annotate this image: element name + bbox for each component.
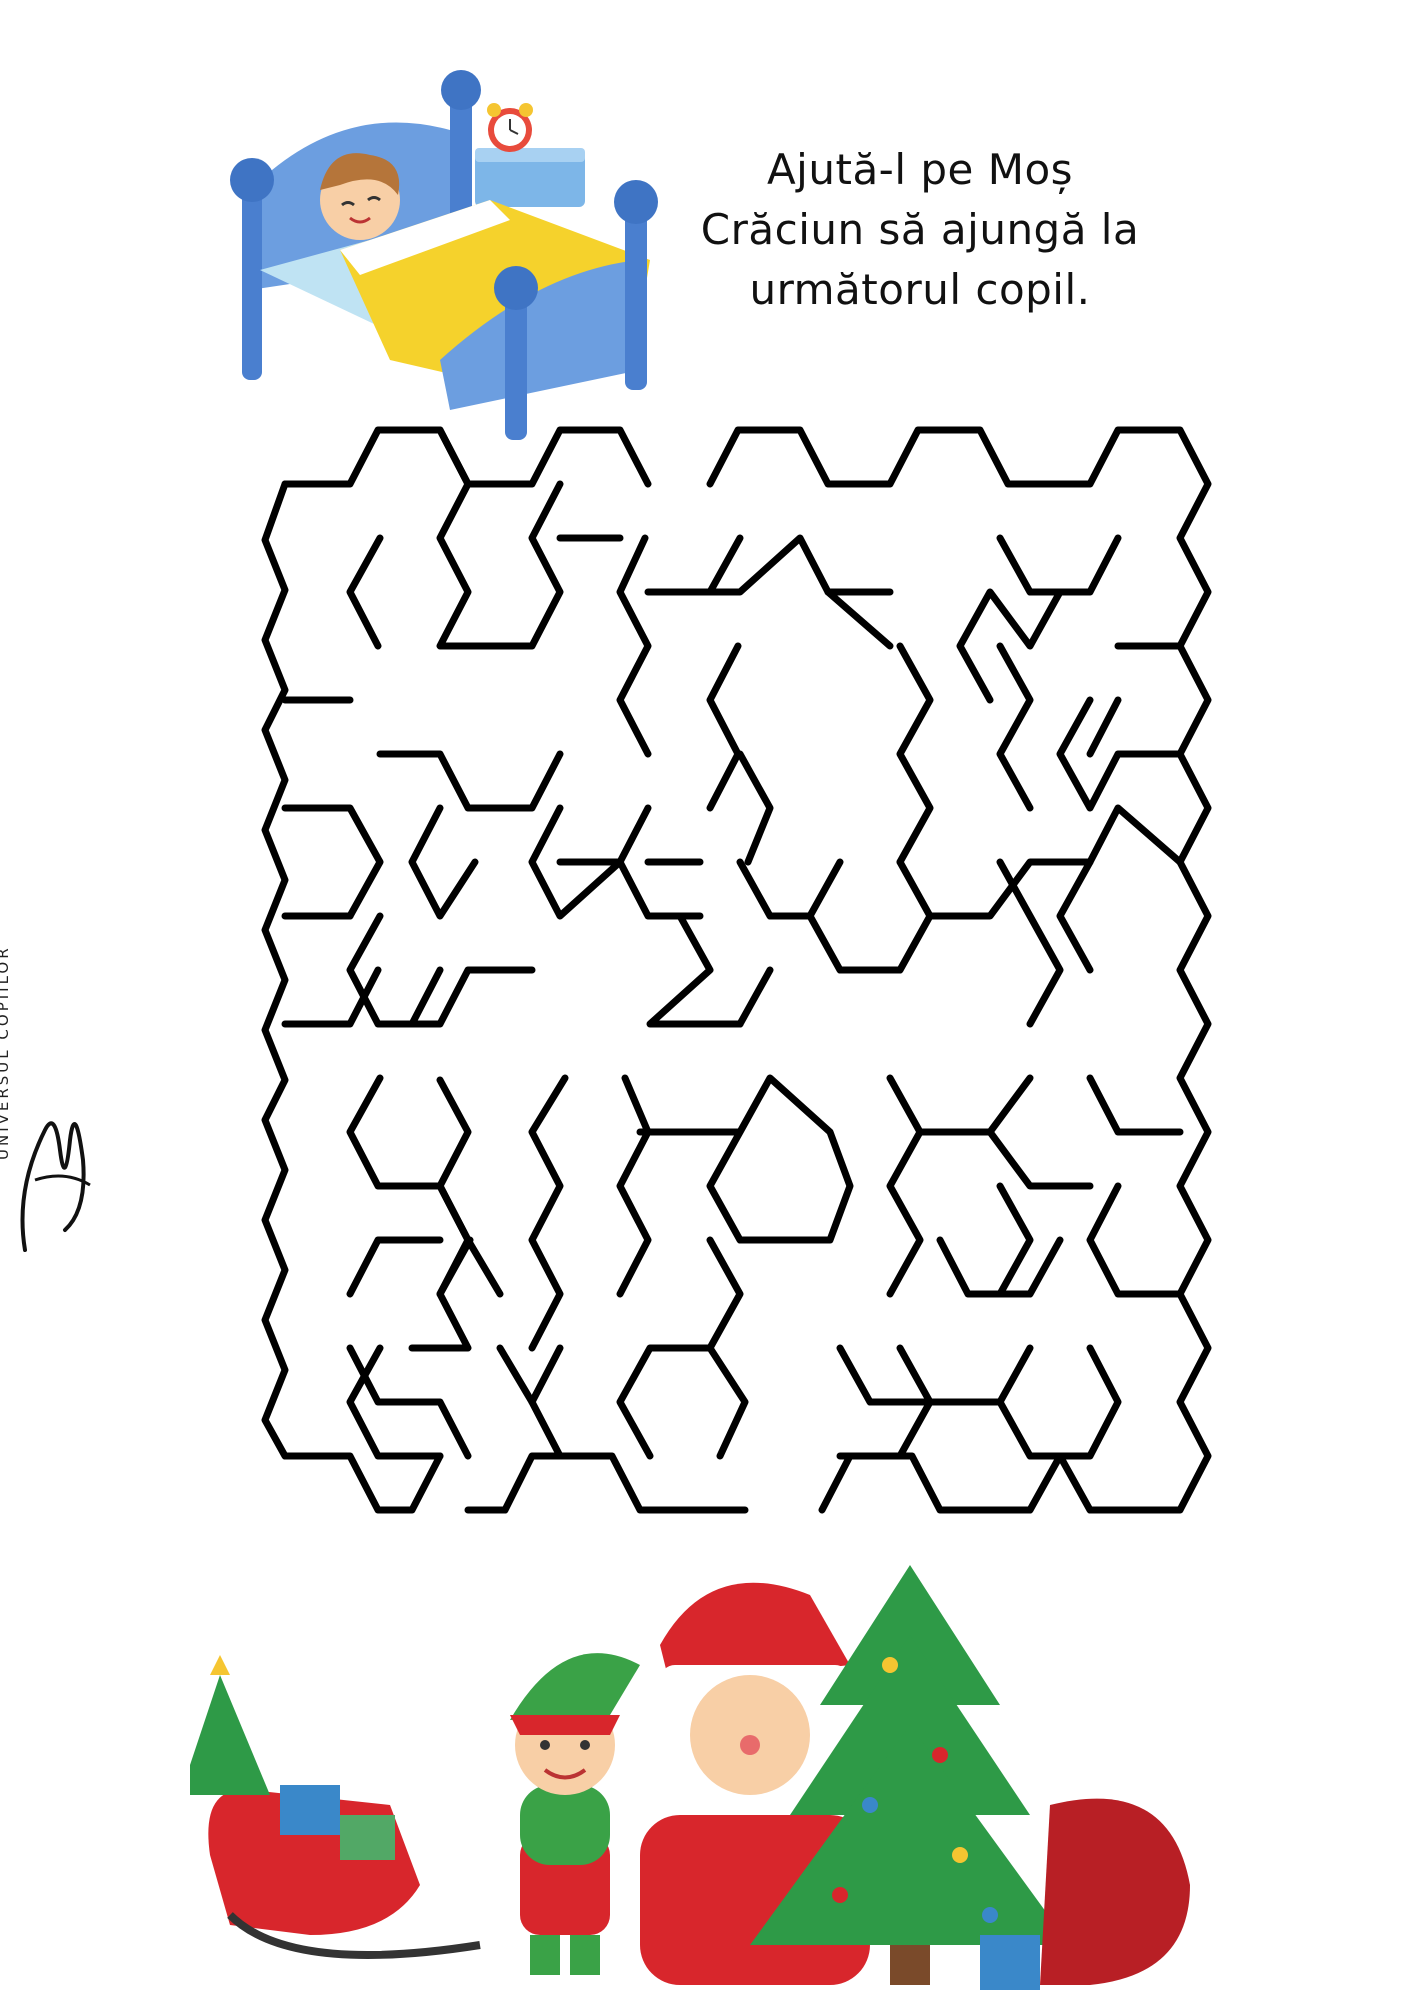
gift-sack-icon (1040, 1798, 1190, 1985)
alarm-clock-icon (487, 103, 533, 152)
instructions-text: Ajută-l pe Moș Crăciun să ajungă la urmă… (690, 140, 1150, 320)
brand-tagline: UNIVERSUL COPIILOR (0, 945, 12, 1160)
christmas-characters-illustration (190, 1557, 1190, 1990)
msk-logo (20, 1121, 91, 1252)
instructions-line-3: următorul copil. (749, 265, 1091, 314)
christmas-tree-icon (750, 1565, 1070, 1990)
sleeping-child-illustration (230, 70, 658, 440)
instructions-line-2: Crăciun să ajungă la (700, 205, 1140, 254)
maze-walls (261, 426, 1212, 1514)
sleigh-icon (190, 1655, 481, 1959)
elf-icon (510, 1653, 640, 1975)
nightstand (475, 152, 585, 207)
instructions-line-1: Ajută-l pe Moș (766, 145, 1074, 194)
